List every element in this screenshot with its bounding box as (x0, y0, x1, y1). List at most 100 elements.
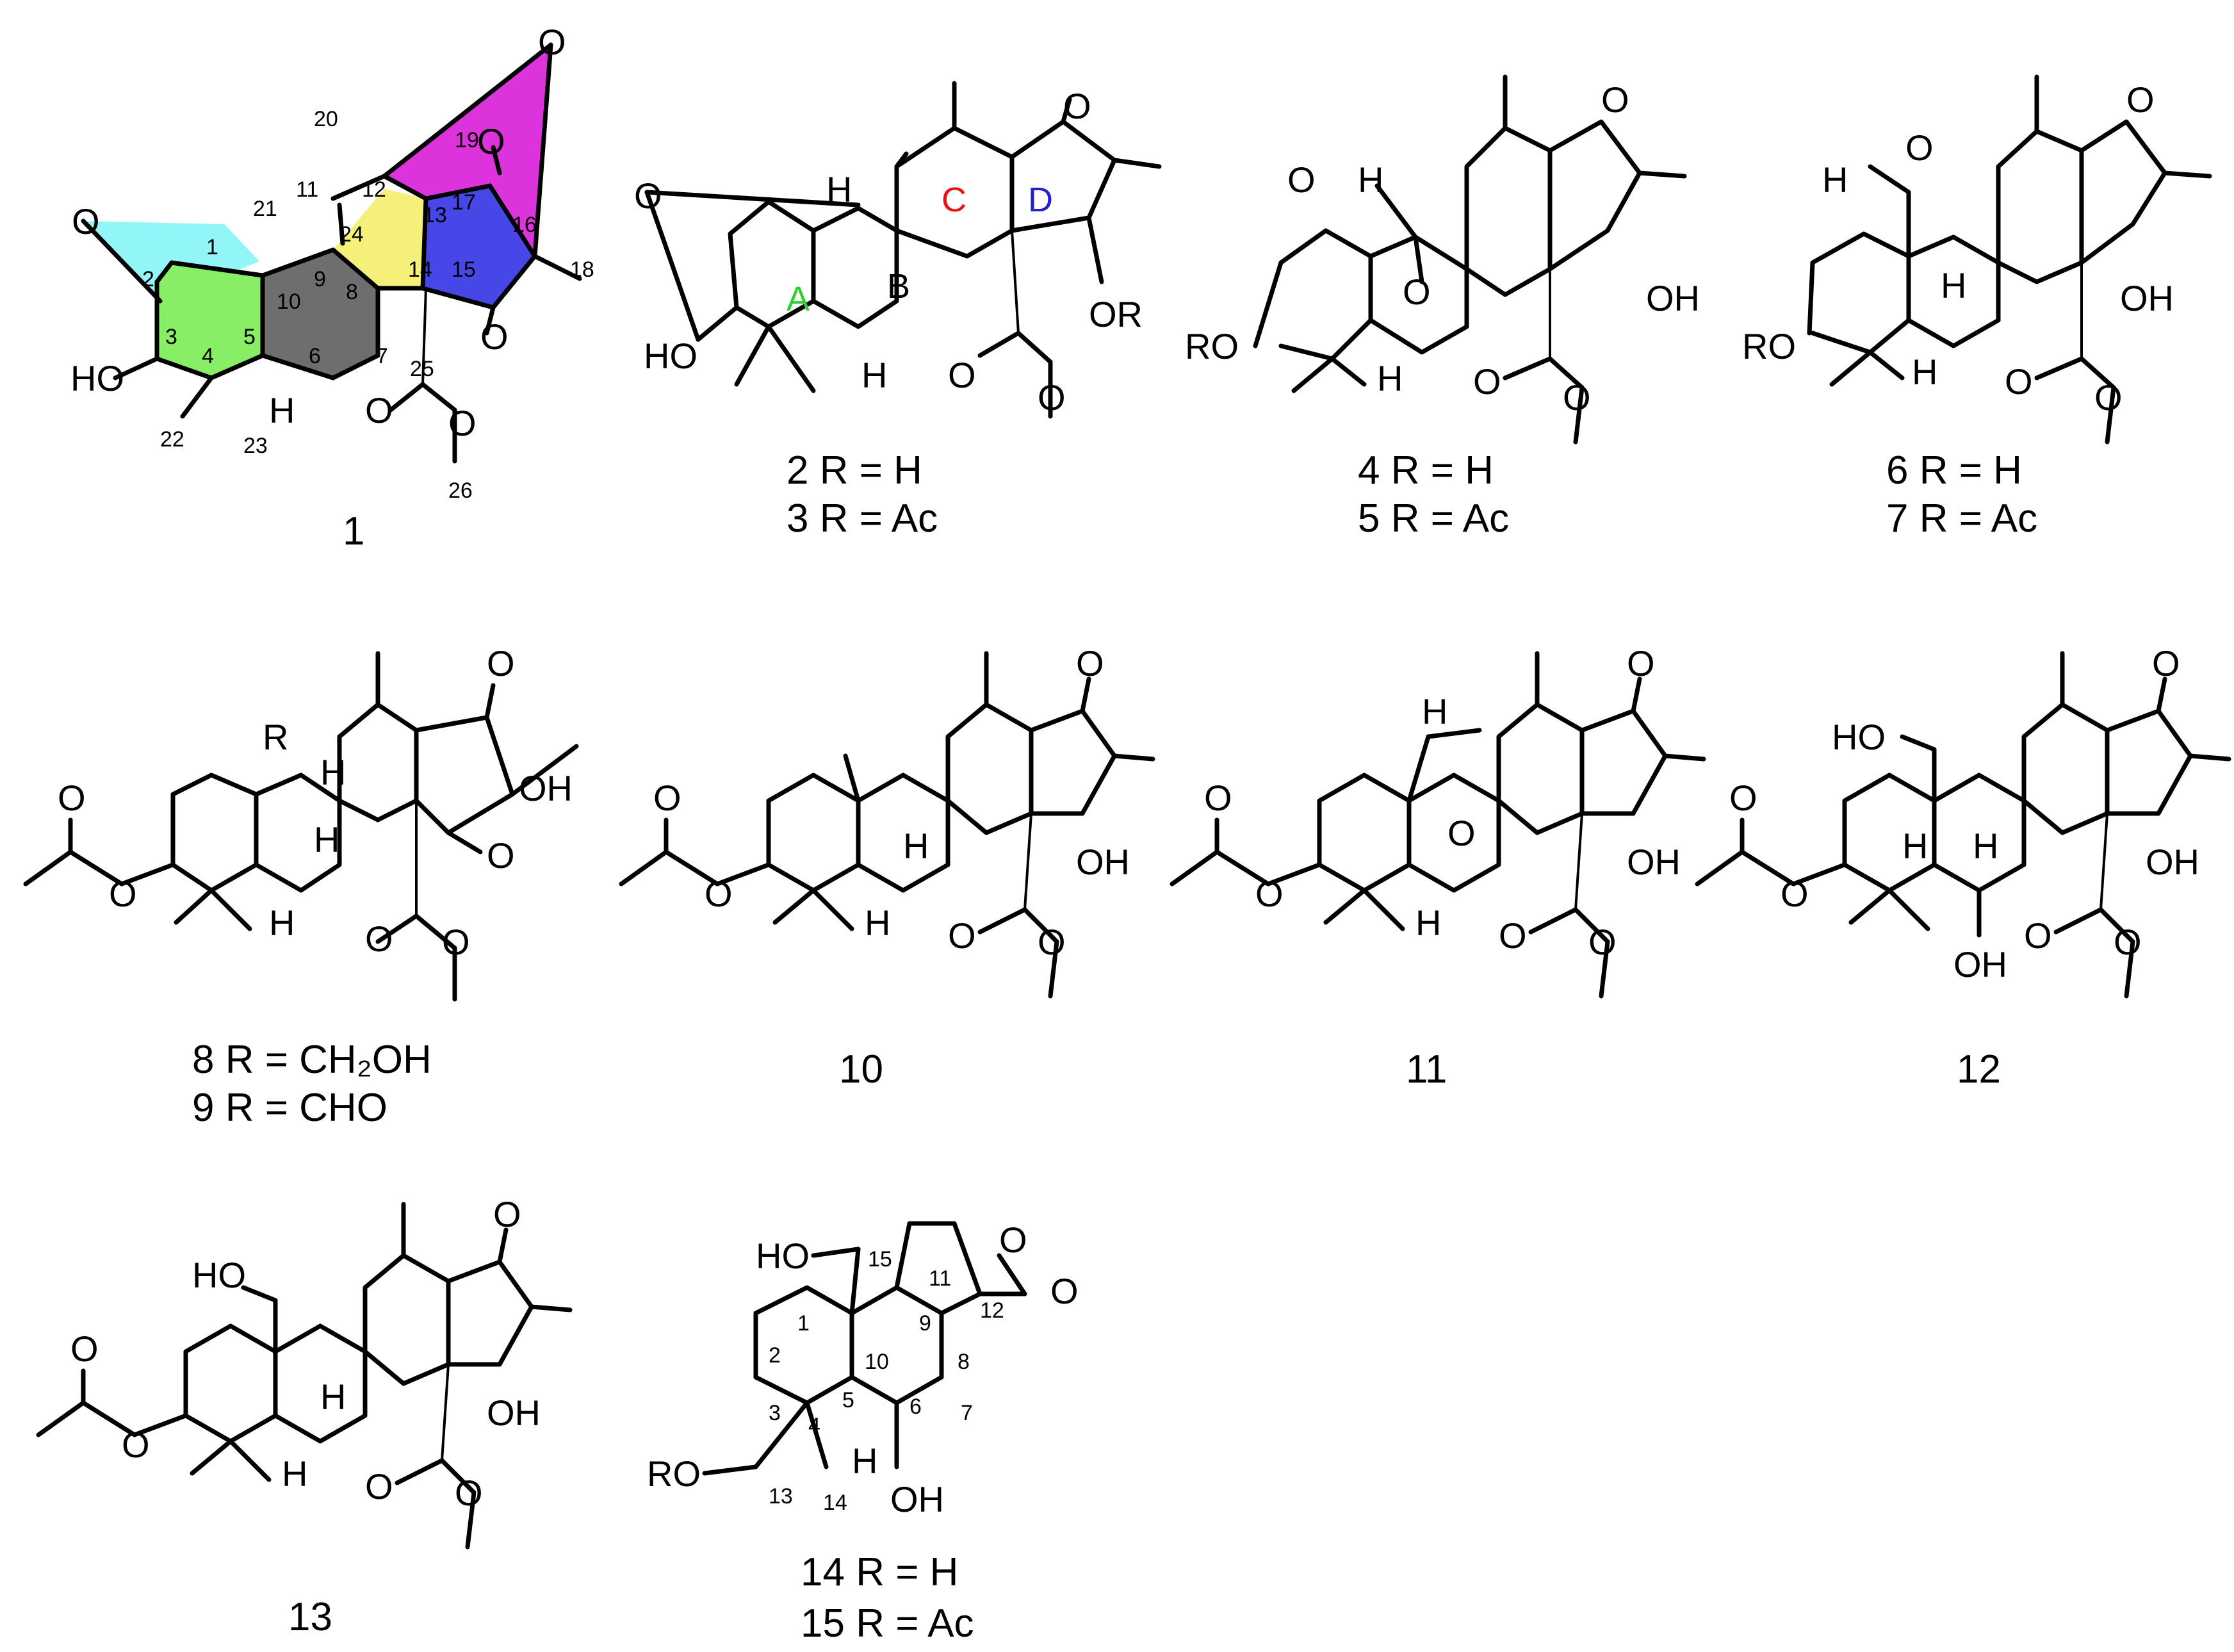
c14-carbonyl-O: O (1050, 1271, 1079, 1311)
c1-O15: O (480, 316, 509, 357)
c2-HO: HO (644, 336, 697, 376)
compound-9-label: 9 R = CHO (192, 1086, 387, 1130)
c6-O17: O (2126, 79, 2155, 120)
c8-O-ester: O (442, 922, 470, 962)
c12-O-ester: O (2114, 922, 2142, 962)
c14-num-3: 3 (769, 1401, 781, 1425)
compound-2-label: 2 R = H (787, 448, 922, 493)
c1-num-20: 20 (314, 107, 338, 131)
magenta-region (384, 45, 551, 256)
c1-num-16: 16 (512, 213, 537, 237)
c14-num-2: 2 (769, 1343, 781, 1368)
c1-num-23: 23 (243, 434, 268, 458)
c14-num-7: 7 (961, 1401, 973, 1425)
c11-H: H (1422, 691, 1447, 732)
c13-H5: H (282, 1453, 307, 1494)
c1-epoxide-O: O (72, 201, 100, 241)
compound-13: HO O OH H O O H O O 13 (36, 1194, 573, 1639)
c10-H9: H (903, 826, 929, 866)
c1-num-19: 19 (455, 128, 479, 152)
c2-OR: OR (1089, 294, 1143, 334)
c4-aldehyde-O: O (1287, 159, 1316, 200)
compound-11: H O O OH O O H O O 11 (1170, 643, 1706, 1092)
c1-num-5: 5 (243, 325, 256, 349)
c1-H5: H (269, 390, 295, 430)
c2-H9: H (826, 169, 852, 209)
c13-HO: HO (192, 1255, 246, 1295)
c13-acetate-O: O (122, 1425, 150, 1465)
c12-H9: H (1973, 826, 1998, 866)
c1-O25: O (365, 390, 393, 430)
c13-OH: OH (487, 1393, 541, 1433)
c14-OH: OH (890, 1479, 944, 1519)
c8-R: R (263, 717, 288, 757)
c2-epoxide-O: O (634, 176, 662, 216)
compound-8-label: 8 R = CH₂OH (192, 1038, 432, 1082)
c8-H9: H (314, 819, 339, 860)
c13-O-carbonyl: O (365, 1466, 393, 1507)
c13-H9: H (320, 1377, 346, 1417)
compound-1-label: 1 (343, 509, 364, 553)
c12-acetate-O: O (1781, 874, 1809, 914)
c8-acetyl-O: O (58, 778, 86, 818)
c11-O-carbonyl: O (1499, 915, 1527, 956)
c6-OH: OH (2120, 278, 2174, 318)
c1-num-11: 11 (296, 177, 318, 202)
c2-ring-D: D (1028, 181, 1053, 219)
compound-4-label: 4 R = H (1358, 448, 1494, 493)
c1-num-24: 24 (339, 222, 364, 247)
c1-num-6: 6 (309, 344, 321, 368)
c14-num-12: 12 (980, 1298, 1004, 1323)
c2-ring-A: A (787, 280, 810, 318)
c4-bridge-O: O (1403, 272, 1431, 312)
c6-O-carbonyl: O (2005, 361, 2033, 402)
c13-O17: O (493, 1194, 521, 1234)
c14-num-6: 6 (909, 1394, 922, 1419)
compound-13-label: 13 (288, 1595, 332, 1639)
c1-num-17: 17 (452, 190, 476, 215)
gray-ring (263, 250, 378, 378)
c6-RO: RO (1742, 326, 1796, 366)
compound-4-5: O H O O OH RO H O O 4 R = H 5 R = Ac (1185, 74, 1700, 541)
c1-num-15: 15 (452, 258, 476, 282)
c11-OH: OH (1627, 842, 1681, 882)
c14-num-13: 13 (769, 1484, 793, 1509)
c1-num-10: 10 (277, 290, 301, 314)
c1-O17: O (477, 121, 505, 161)
c14-lactone-O: O (999, 1220, 1027, 1260)
c14-num-14: 14 (823, 1491, 847, 1515)
compound-10-label: 10 (839, 1047, 883, 1092)
compound-3-label: 3 R = Ac (787, 496, 938, 541)
c11-acetate-O: O (1255, 874, 1284, 914)
c1-num-21: 21 (253, 197, 277, 221)
compound-12-label: 12 (1957, 1047, 2001, 1092)
c1-bridge-O: O (538, 22, 566, 62)
c1-num-12: 12 (362, 177, 386, 202)
c10-H5: H (865, 903, 890, 943)
green-ring (157, 263, 263, 378)
c10-O17: O (1076, 643, 1104, 683)
c12-O-carbonyl: O (2024, 915, 2052, 956)
c8-O15: O (487, 835, 515, 876)
c10-OH: OH (1076, 842, 1130, 882)
c1-O26: O (448, 403, 477, 443)
c8-H5: H (269, 903, 295, 943)
c11-acetyl-O: O (1204, 778, 1232, 818)
c14-num-10: 10 (865, 1350, 889, 1374)
c1-num-2: 2 (142, 267, 154, 291)
c1-num-22: 22 (160, 427, 184, 452)
c4-RO: RO (1185, 326, 1239, 366)
c6-O-ester: O (2094, 377, 2123, 418)
c1-num-7: 7 (376, 344, 388, 368)
c4-OH: OH (1646, 278, 1700, 318)
compound-12: HO O OH H H OH O O O O 12 (1695, 643, 2231, 1092)
c12-O17: O (2152, 643, 2180, 683)
c8-acetate-O: O (109, 874, 137, 914)
c8-H8: H (320, 752, 346, 792)
c4-H: H (1358, 159, 1383, 200)
c14-num-5: 5 (842, 1388, 854, 1412)
c10-O-carbonyl: O (948, 915, 976, 956)
c8-OH: OH (519, 768, 573, 808)
